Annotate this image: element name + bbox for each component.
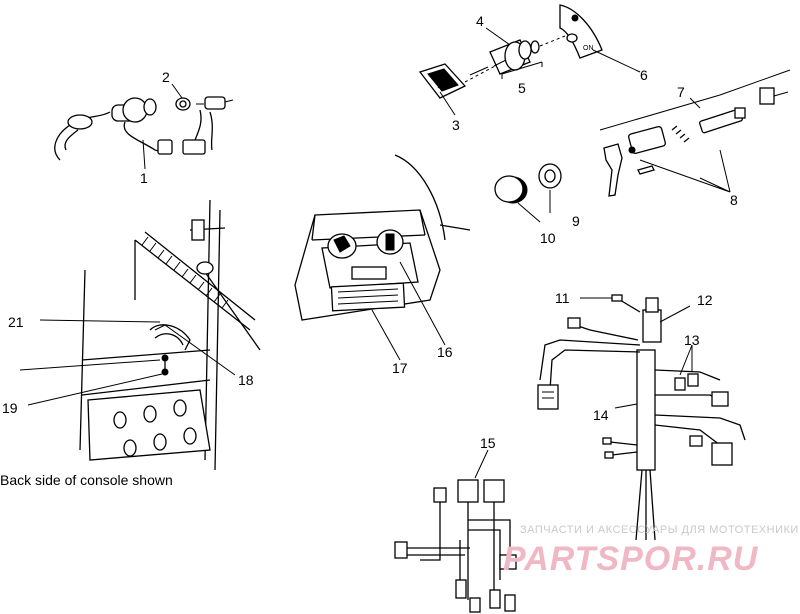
- callout-3: 3: [452, 117, 460, 133]
- choke-assembly-part-7: [599, 69, 791, 197]
- console-back-side: [79, 199, 261, 471]
- callout-4: 4: [476, 13, 484, 29]
- callout-14: 14: [593, 407, 609, 423]
- callout-17: 17: [392, 360, 408, 376]
- diagram-caption: Back side of console shown: [0, 472, 173, 488]
- callout-13: 13: [684, 332, 700, 348]
- callout-6: 6: [640, 67, 648, 83]
- on-decal-part-6: ON: [559, 4, 603, 59]
- callout-5: 5: [518, 80, 526, 96]
- watermark-line1: ЗАПЧАСТИ И АКСЕССУАРЫ ДЛЯ МОТОТЕХНИКИ: [520, 524, 799, 536]
- washer-part-9: [538, 163, 562, 189]
- nut-part-10: [494, 175, 528, 204]
- callout-21: 21: [8, 314, 24, 330]
- callout-18: 18: [238, 372, 254, 388]
- leader-lines: [19, 27, 731, 479]
- callout-9: 9: [572, 213, 580, 229]
- sub-harness-part-15: [394, 479, 517, 613]
- console-part-16-17: [294, 154, 471, 321]
- switch-boot-part-3: [418, 63, 496, 99]
- lock-cylinder-part-4: [489, 35, 566, 79]
- callout-8: 8: [730, 192, 738, 208]
- callout-1: 1: [140, 170, 148, 186]
- callout-19: 19: [2, 400, 18, 416]
- watermark: ЗАПЧАСТИ И АКСЕССУАРЫ ДЛЯ МОТОТЕХНИКИ PA…: [503, 524, 799, 578]
- callout-11: 11: [555, 290, 570, 306]
- callout-2: 2: [162, 69, 170, 85]
- ignition-switch-assembly: [54, 96, 234, 161]
- callout-12: 12: [697, 292, 713, 308]
- wiring-harness-part-14: [537, 294, 746, 541]
- decal-on-text: ON: [583, 45, 594, 52]
- callout-16: 16: [437, 344, 453, 360]
- callout-7: 7: [677, 84, 685, 100]
- watermark-line2: PARTSPOR.RU: [503, 540, 759, 578]
- callout-10: 10: [540, 230, 556, 246]
- callout-15: 15: [480, 435, 496, 451]
- callout-labels: 1 2 3 4 5 6 7 8 9 10 11 12 13 14 15 16 1…: [2, 13, 738, 451]
